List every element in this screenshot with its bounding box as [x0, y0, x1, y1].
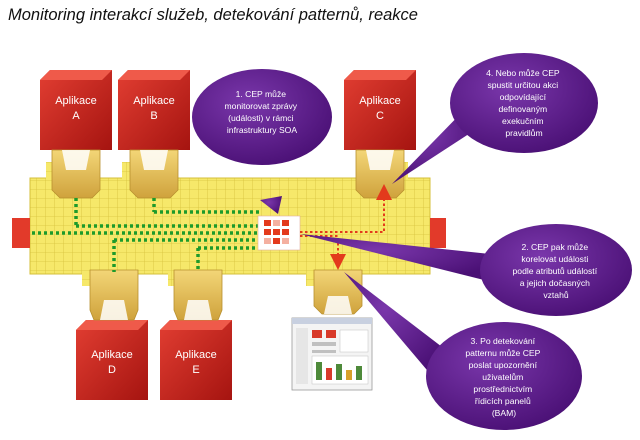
app-box-b: Aplikace B: [118, 70, 190, 150]
app-a-label: Aplikace: [55, 95, 97, 107]
adapter-dashboard: [313, 269, 363, 315]
page-title: Monitoring interakcí služeb, detekování …: [8, 6, 418, 24]
app-box-d: Aplikace D: [76, 320, 148, 400]
callout-2: 2. CEP pak může korelovat události podle…: [300, 224, 632, 316]
adapter-c: [355, 149, 405, 199]
callout-4: 4. Nebo může CEP spustit určitou akci od…: [392, 53, 598, 184]
app-d-label: Aplikace: [91, 349, 133, 361]
dashboard-screenshot: [291, 317, 373, 391]
bus-end-right: [430, 218, 446, 248]
callout-4-text: 4. Nebo může CEP spustit určitou akci od…: [486, 68, 562, 138]
app-d-letter: D: [108, 364, 116, 376]
app-a-letter: A: [72, 110, 80, 122]
adapter-a: [51, 149, 101, 199]
adapter-e: [173, 269, 223, 321]
app-b-label: Aplikace: [133, 95, 175, 107]
app-box-a: Aplikace A: [40, 70, 112, 150]
app-c-label: Aplikace: [359, 95, 401, 107]
app-c-letter: C: [376, 110, 384, 122]
app-e-label: Aplikace: [175, 349, 217, 361]
red-flows: [300, 184, 392, 270]
callout-2-text: 2. CEP pak může korelovat události podle…: [513, 242, 600, 300]
adapter-b: [129, 149, 179, 199]
app-e-letter: E: [192, 364, 199, 376]
callout-3: 3. Po detekování patternu může CEP posla…: [344, 272, 582, 430]
cep-engine: [257, 215, 301, 251]
adapter-d: [89, 269, 139, 321]
app-box-e: Aplikace E: [160, 320, 232, 400]
callout-1: 1. CEP může monitorovat zprávy (události…: [192, 69, 332, 214]
green-flows: [32, 198, 262, 272]
callout-1-text: 1. CEP může monitorovat zprávy (události…: [225, 89, 300, 135]
app-b-letter: B: [150, 110, 157, 122]
bus-end-left: [12, 218, 30, 248]
app-box-c: Aplikace C: [344, 70, 416, 150]
callout-3-text: 3. Po detekování patternu může CEP posla…: [465, 336, 542, 418]
